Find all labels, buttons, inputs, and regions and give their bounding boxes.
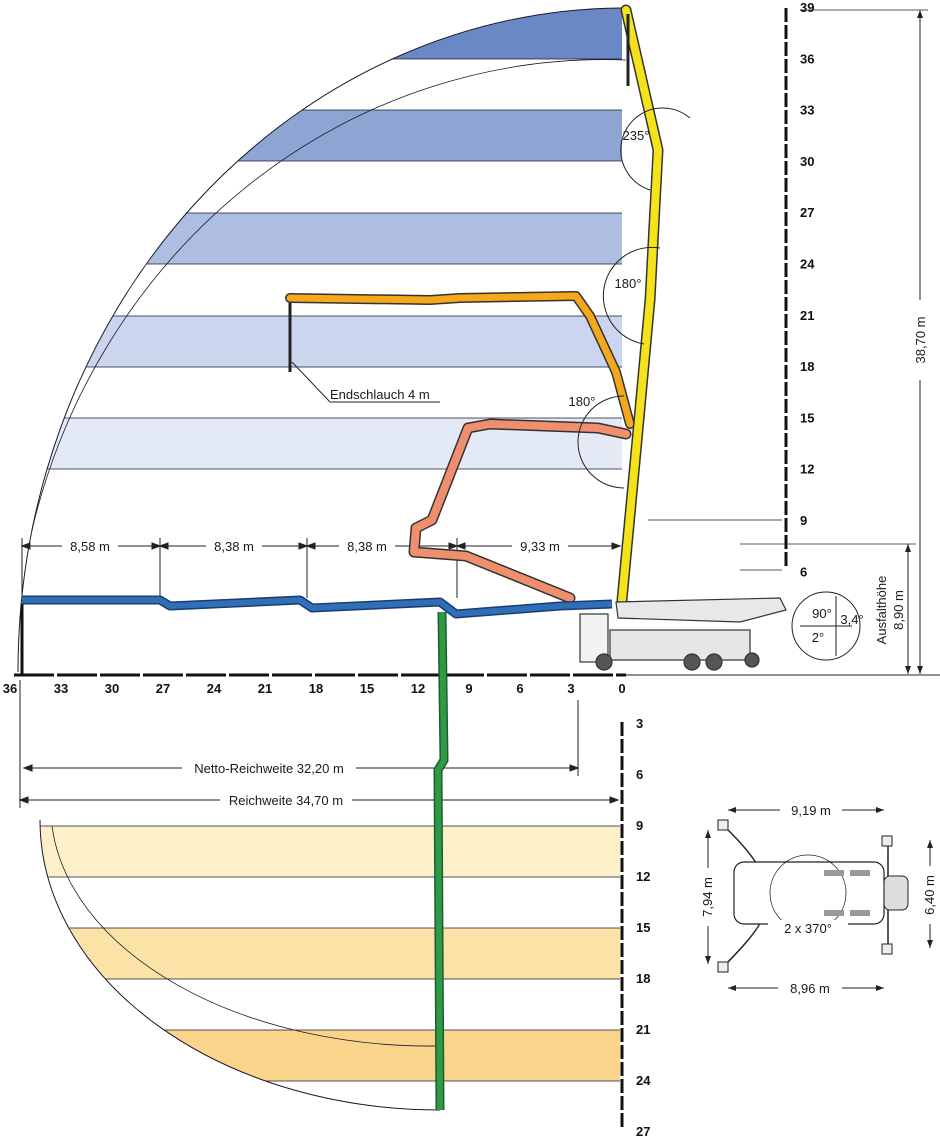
bottom-axis-tick-3: 3 (567, 681, 574, 696)
right-axis-tick-9: 9 (800, 513, 807, 528)
outrigger-right-height: 6,40 m (922, 875, 937, 915)
lower-axis-tick-9: 9 (636, 818, 643, 833)
right-axis-tick-21: 21 (800, 308, 814, 323)
angle-90-label: 90° (812, 606, 832, 621)
band-36-39 (17, 8, 622, 59)
boom-blue (22, 595, 613, 619)
truck (579, 597, 787, 671)
band-12-15 (17, 418, 622, 469)
right-axis-tick-27: 27 (800, 205, 814, 220)
right-axis-tick-15: 15 (800, 410, 814, 425)
outrigger-left-height: 7,94 m (700, 877, 715, 917)
band-30-33 (17, 110, 622, 161)
lower-axis-tick-15: 15 (636, 920, 650, 935)
band-18-21 (17, 316, 622, 367)
bottom-axis-tick-9: 9 (465, 681, 472, 696)
band-24-27 (17, 213, 622, 264)
lower-axis-tick-6: 6 (636, 767, 643, 782)
angle-235-label: 235° (623, 128, 650, 143)
lower-axis-tick-27: 27 (636, 1124, 650, 1138)
right-axis-tick-33: 33 (800, 103, 814, 118)
lower-outer-arc (39, 819, 441, 1111)
net-reach-label: Netto-Reichweite 32,20 m (194, 761, 344, 776)
outrigger-top-width: 9,19 m (791, 803, 831, 818)
right-axis-tick-6: 6 (800, 564, 807, 579)
outrigger-plan: 9,19 m 8,96 m 7,94 m 6,40 m 2 x 370° (696, 801, 940, 997)
band-lower-21-24 (40, 1030, 620, 1081)
bottom-axis-tick-30: 30 (105, 681, 119, 696)
right-axis-tick-24: 24 (800, 257, 815, 272)
outrigger-rotation: 2 x 370° (784, 921, 832, 936)
bottom-axis-tick-0: 0 (618, 681, 625, 696)
bottom-axis-tick-18: 18 (309, 681, 323, 696)
total-height-label: 38,70 m (913, 317, 928, 364)
lower-axis-tick-3: 3 (636, 716, 643, 731)
lower-axis-tick-12: 12 (636, 869, 650, 884)
angle-arcs (577, 107, 691, 489)
inner-reach-arc (31, 59, 627, 531)
bottom-axis-tick-33: 33 (54, 681, 68, 696)
right-axis-ticks: 39 36 33 30 27 24 21 18 15 12 9 6 (800, 0, 815, 579)
outrigger-bottom-width: 8,96 m (790, 981, 830, 996)
boom-green (433, 611, 449, 1111)
upper-range-bands (17, 8, 622, 470)
angle-180-lower-label: 180° (569, 394, 596, 409)
segment-3-label: 8,38 m (347, 539, 387, 554)
bottom-axis-tick-21: 21 (258, 681, 272, 696)
angle-3-4-label: 3,4° (840, 612, 863, 627)
right-axis-tick-30: 30 (800, 154, 814, 169)
right-axis-tick-36: 36 (800, 51, 814, 66)
boom-salmon (408, 418, 632, 604)
slewing-height-label: 8,90 m (891, 590, 906, 630)
outer-reach-arc (17, 7, 623, 673)
bottom-axis-tick-15: 15 (360, 681, 374, 696)
boom-yellow (616, 4, 664, 606)
bottom-axis-tick-24: 24 (207, 681, 222, 696)
lower-axis-tick-24: 24 (636, 1073, 651, 1088)
right-axis-tick-12: 12 (800, 462, 814, 477)
bottom-axis-tick-12: 12 (411, 681, 425, 696)
lower-range-bands (40, 825, 620, 1082)
end-hose-label: Endschlauch 4 m (330, 387, 430, 402)
lower-axis-tick-18: 18 (636, 971, 650, 986)
lower-inner-arc (51, 825, 441, 1047)
band-lower-9-12 (40, 826, 620, 877)
tilt-angle-circle (791, 591, 861, 661)
segment-1-label: 8,58 m (70, 539, 110, 554)
band-lower-15-18 (40, 928, 620, 979)
right-axis-tick-39: 39 (800, 0, 814, 15)
slewing-height-title: Ausfalthöhe (874, 576, 889, 645)
right-axis-tick-18: 18 (800, 359, 814, 374)
segment-4-label: 9,33 m (520, 539, 560, 554)
angle-180-upper-label: 180° (615, 276, 642, 291)
lower-axis-tick-21: 21 (636, 1022, 650, 1037)
angle-2-label: 2° (812, 630, 824, 645)
segment-2-label: 8,38 m (214, 539, 254, 554)
boom-orange (285, 291, 635, 429)
bottom-axis-tick-6: 6 (516, 681, 523, 696)
lower-axis-ticks: 3 6 9 12 15 18 21 24 27 (636, 716, 651, 1138)
bottom-axis-tick-36: 36 (3, 681, 17, 696)
bottom-axis-tick-27: 27 (156, 681, 170, 696)
reach-label: Reichweite 34,70 m (229, 793, 343, 808)
